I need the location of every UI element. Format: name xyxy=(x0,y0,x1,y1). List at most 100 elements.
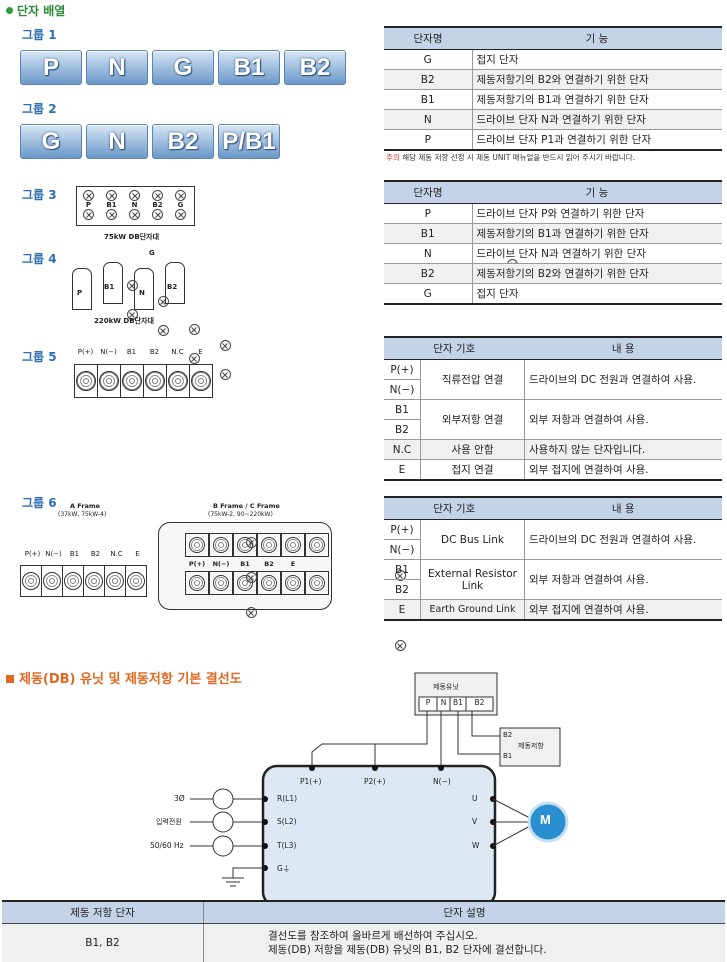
terminal-tile: B2 xyxy=(284,50,346,85)
table-cell: 직류전압 연결 xyxy=(421,360,525,400)
column-header: 기 능 xyxy=(472,181,722,204)
column-header: 제동 저항 단자 xyxy=(2,901,204,924)
group3-terminal-strip: P B1 N B2 G xyxy=(76,186,195,226)
screw-icon xyxy=(152,209,163,220)
table-cell: 접지 단자 xyxy=(472,50,722,70)
terminal-tile: N xyxy=(86,124,148,159)
terminal-label: B1 xyxy=(64,550,85,558)
group3-caption: 75kW DB단자대 xyxy=(104,232,159,242)
table-cell: B1 xyxy=(384,560,421,580)
terminal-tile: B1 xyxy=(218,50,280,85)
terminal-label: N.C xyxy=(106,550,127,558)
terminal-screw-icon xyxy=(189,575,205,591)
b-frame-title: B Frame / C Frame xyxy=(213,502,280,510)
terminal-screw-icon xyxy=(261,575,277,591)
terminal-label: B2 xyxy=(146,201,169,209)
terminal-screw-icon xyxy=(191,371,211,391)
table-cell: P xyxy=(384,204,472,224)
terminal-screw-icon xyxy=(122,371,142,391)
terminal-label: N(−) xyxy=(209,560,233,568)
group1-tiles: P N G B1 B2 xyxy=(20,50,346,85)
terminal-p2: P2(+) xyxy=(364,777,385,786)
terminal-label: P xyxy=(77,289,82,297)
table-cell: 접지 연결 xyxy=(421,460,525,481)
terminal-label: B2 xyxy=(143,348,166,356)
group2-tiles: G N B2 P/B1 xyxy=(20,124,280,159)
terminal-dot xyxy=(438,765,444,771)
terminal-n: N(−) xyxy=(433,777,451,786)
motor-label: M xyxy=(540,812,551,827)
terminal-screw-icon xyxy=(85,572,103,590)
group5-terminal-labels: P(+) N(−) B1 B2 N.C E xyxy=(74,348,214,356)
terminal-label: G xyxy=(169,201,192,209)
table-cell: P(+) xyxy=(384,520,421,540)
terminal-screw-icon xyxy=(106,572,124,590)
table-cell: G xyxy=(384,50,472,70)
group4-label: 그룹 4 xyxy=(22,250,57,267)
column-header: 내 용 xyxy=(525,497,723,520)
terminal-label: E xyxy=(281,560,305,568)
terminal-dot xyxy=(309,765,315,771)
a-frame-subtitle: (37kW, 75kW-4) xyxy=(58,511,106,518)
a-frame-title: A Frame xyxy=(70,502,100,510)
table-cell: 드라이브 단자 N과 연결하기 위한 단자 xyxy=(472,110,722,130)
terminal-v: V xyxy=(472,817,477,826)
column-header: 내 용 xyxy=(525,337,723,360)
terminal-label: B1 xyxy=(450,698,466,707)
terminal-label: P xyxy=(419,698,437,707)
terminal-label: B1 xyxy=(233,560,257,568)
table-cell: 제동저항기의 B1과 연결하기 위한 단자 xyxy=(472,224,722,244)
group4-g-label: G xyxy=(149,249,155,257)
a-frame-terminal-block xyxy=(20,565,147,597)
group5-label: 그룹 5 xyxy=(22,348,57,365)
table-cell: 드라이브의 DC 전원과 연결하여 사용. xyxy=(525,360,723,400)
terminal-tile: N xyxy=(86,50,148,85)
screw-icon xyxy=(83,190,94,201)
table-cell: B2 xyxy=(384,70,472,90)
table-cell: Earth Ground Link xyxy=(421,600,525,621)
terminal-label: N xyxy=(437,698,450,707)
table-cell: 사용하지 않는 단자입니다. xyxy=(525,440,723,460)
terminal-screw-icon xyxy=(285,575,301,591)
terminal-label: B2 xyxy=(85,550,106,558)
terminal-screw-icon xyxy=(145,371,165,391)
terminal-g: G⏚ xyxy=(277,863,290,874)
terminal-screw-icon xyxy=(213,575,229,591)
table-cell: 외부 접지에 연결하여 사용. xyxy=(525,600,723,621)
table-cell: P(+) xyxy=(384,360,421,380)
input-power-label: 입력전원 xyxy=(156,817,182,827)
screw-icon xyxy=(220,369,231,380)
screw-icon xyxy=(129,209,140,220)
terminal-t: T(L3) xyxy=(277,841,296,850)
table-cell: B1 xyxy=(384,400,421,420)
terminal-label: N.C xyxy=(166,348,189,356)
table-cell: N(−) xyxy=(384,540,421,560)
group4-caption: 220kW DB단자대 xyxy=(94,316,154,326)
group2-label: 그룹 2 xyxy=(22,100,57,117)
table-cell: 사용 안함 xyxy=(421,440,525,460)
terminal-screw-icon xyxy=(168,371,188,391)
table-cell: 외부저항 연결 xyxy=(421,400,525,440)
terminal-w: W xyxy=(472,841,479,850)
terminal-tile: G xyxy=(152,50,214,85)
terminal-tile: P xyxy=(20,50,82,85)
table-cell: 드라이브 단자 P와 연결하기 위한 단자 xyxy=(472,204,722,224)
table-cell: P xyxy=(384,130,472,151)
terminal-screw-icon xyxy=(22,572,40,590)
table-cell: 드라이브의 DC 전원과 연결하여 사용. xyxy=(525,520,723,560)
table-cell: 제동저항기의 B1과 연결하기 위한 단자 xyxy=(472,90,722,110)
table-cell: B2 xyxy=(384,580,421,600)
table-cell: 결선도를 참조하여 올바르게 배선하여 주십시오. 제동(DB) 저항을 제동(… xyxy=(204,924,726,962)
column-header: 단자 설명 xyxy=(204,901,726,924)
terminal-screw-icon xyxy=(64,572,82,590)
screw-icon xyxy=(129,190,140,201)
terminal-screw-icon xyxy=(127,572,145,590)
group1-label: 그룹 1 xyxy=(22,26,57,43)
terminal-label: B2 xyxy=(257,560,281,568)
terminal-label: B1 xyxy=(104,283,114,291)
screw-icon xyxy=(220,340,231,351)
bottom-table: 제동 저항 단자 단자 설명 B1, B2 결선도를 참조하여 올바르게 배선하… xyxy=(2,900,725,962)
